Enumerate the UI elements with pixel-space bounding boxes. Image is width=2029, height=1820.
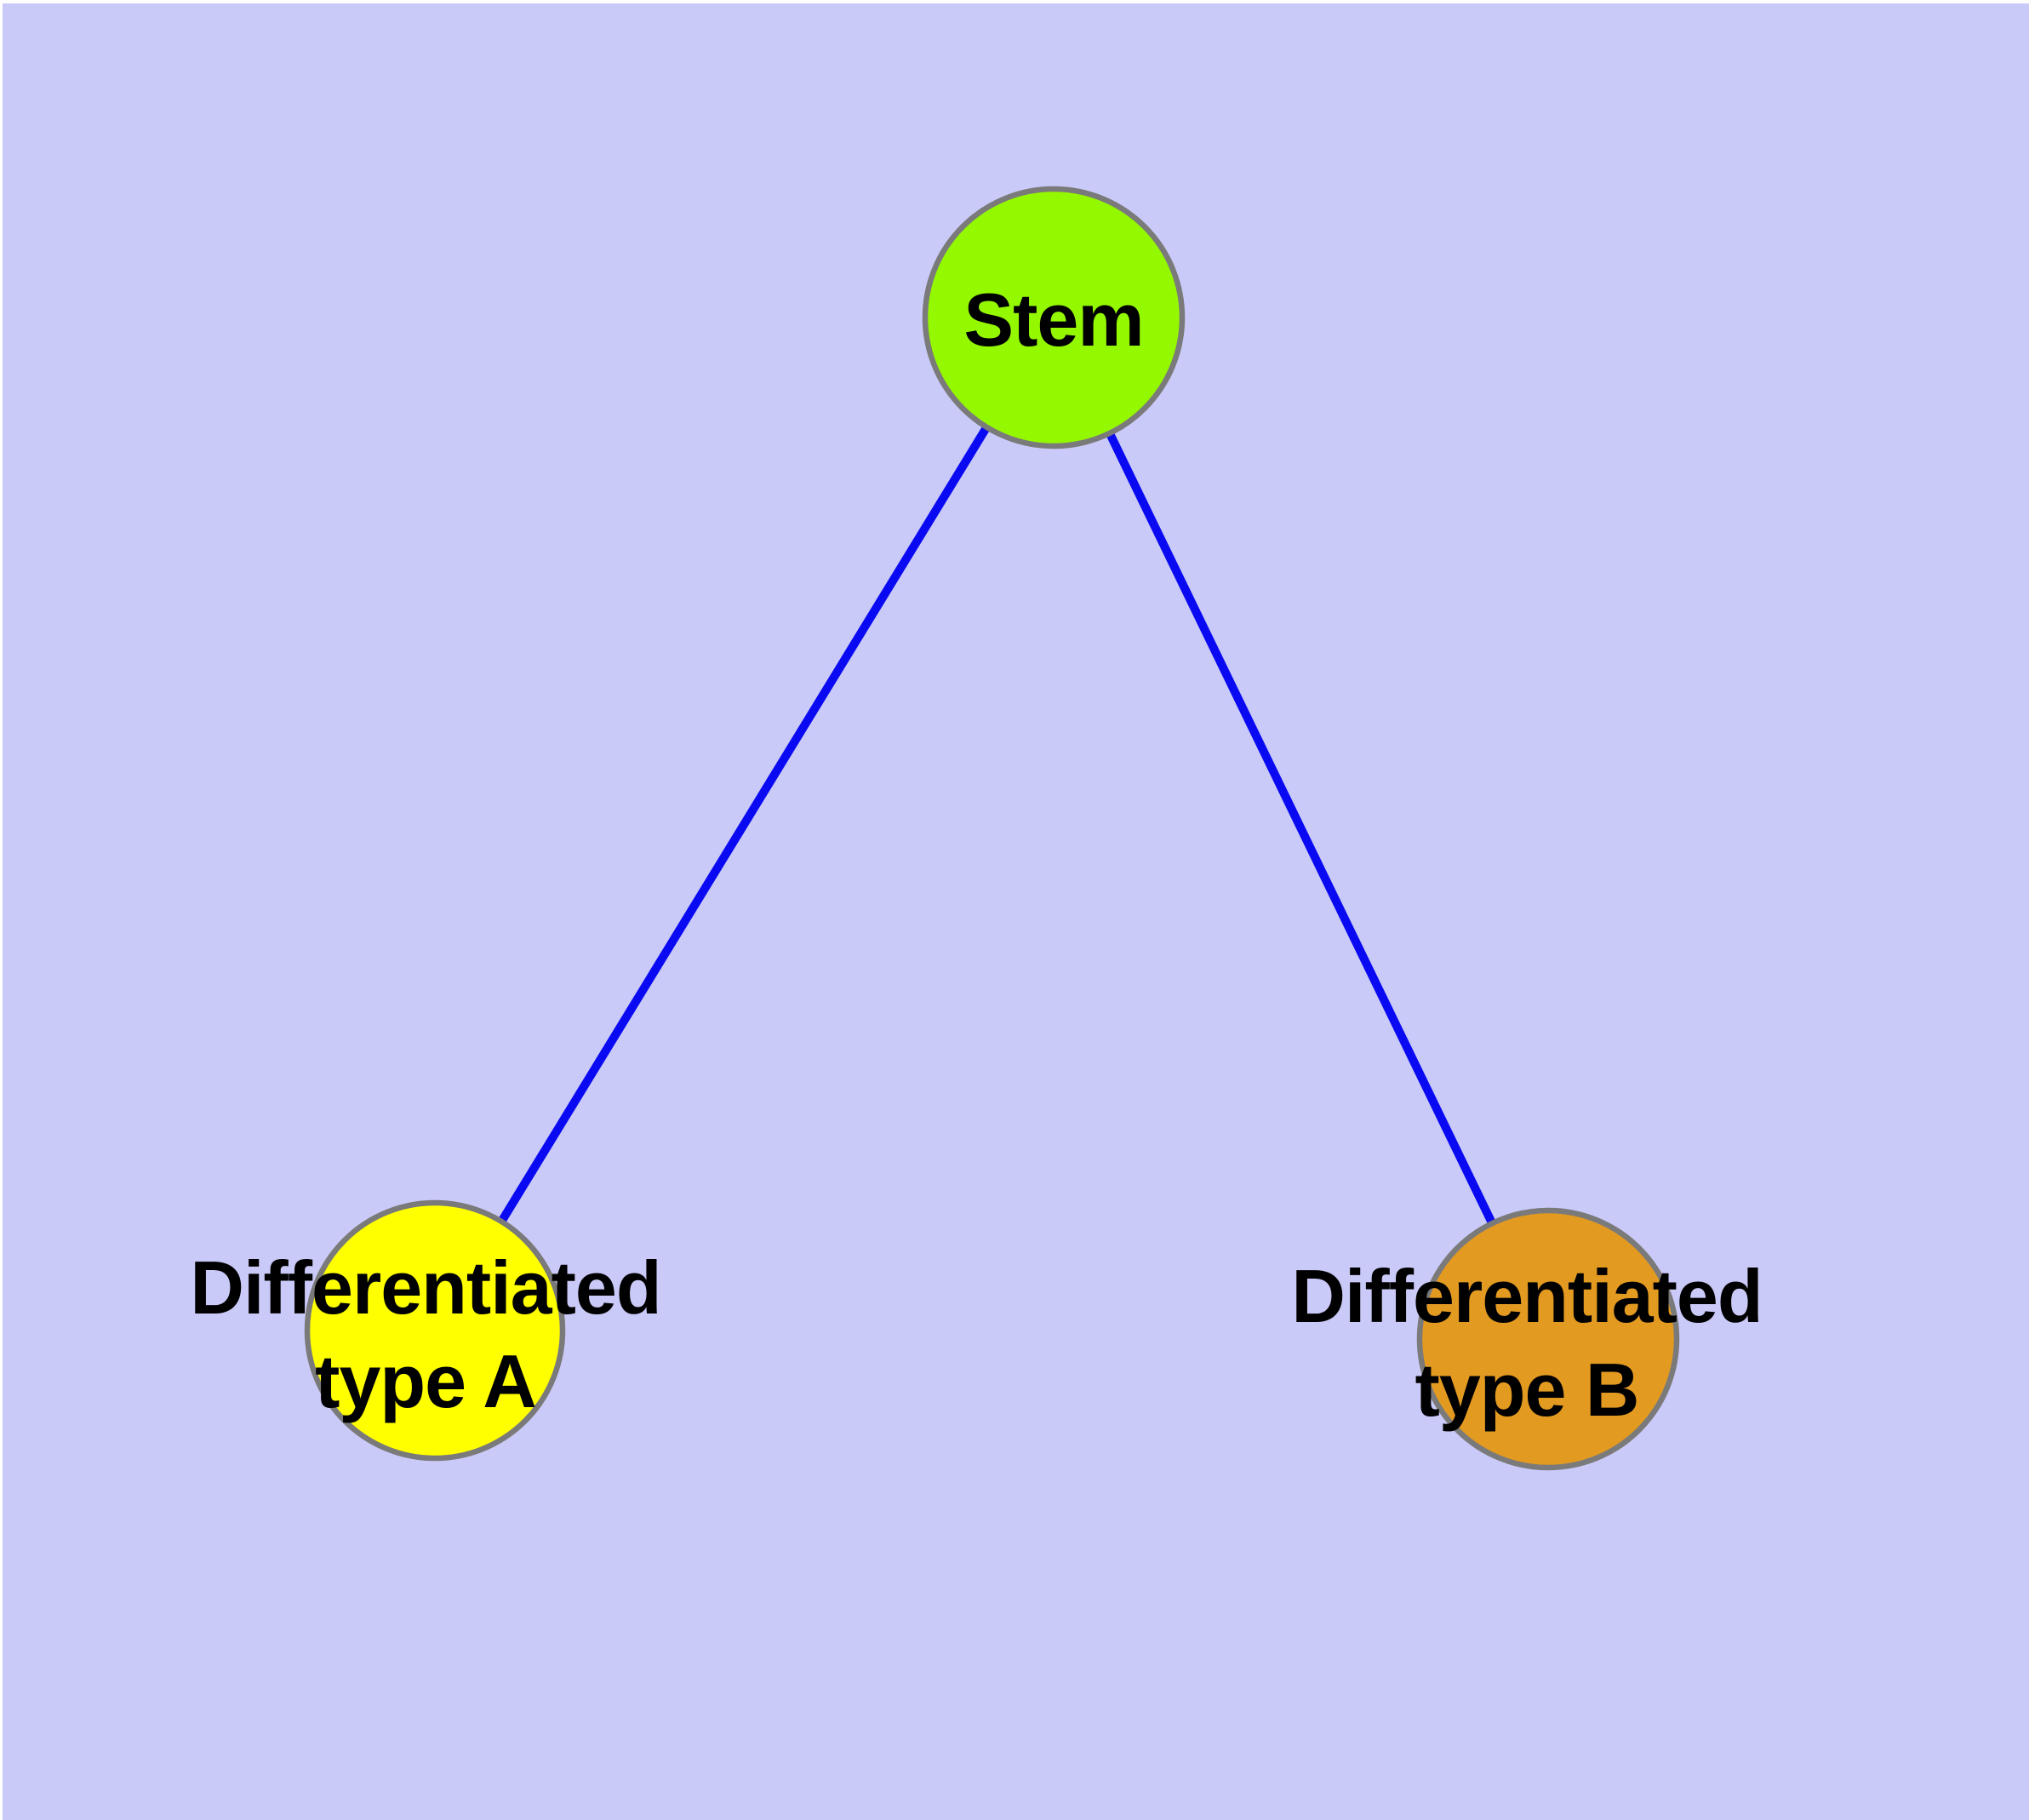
node-stem-label: Stem bbox=[963, 273, 1144, 367]
edge-stem-to-type-b bbox=[1049, 315, 1552, 1342]
node-differentiated-type-b-circle bbox=[1416, 1207, 1680, 1471]
node-differentiated-type-b-label-line1: Differentiated bbox=[1291, 1254, 1763, 1338]
node-stem-circle bbox=[922, 186, 1186, 449]
node-differentiated-type-a-label-line1: Differentiated bbox=[190, 1245, 661, 1330]
edge-stem-to-type-a bbox=[431, 315, 1058, 1333]
node-differentiated-type-b-label: Differentiated type B bbox=[1291, 1250, 1763, 1437]
node-differentiated-type-a-label: Differentiated type A bbox=[190, 1241, 661, 1428]
node-differentiated-type-a-label-line2: type A bbox=[315, 1339, 537, 1423]
node-differentiated-type-b-label-line2: type B bbox=[1415, 1348, 1640, 1432]
node-stem-label-text: Stem bbox=[963, 278, 1144, 362]
node-differentiated-type-a-circle bbox=[304, 1199, 566, 1462]
